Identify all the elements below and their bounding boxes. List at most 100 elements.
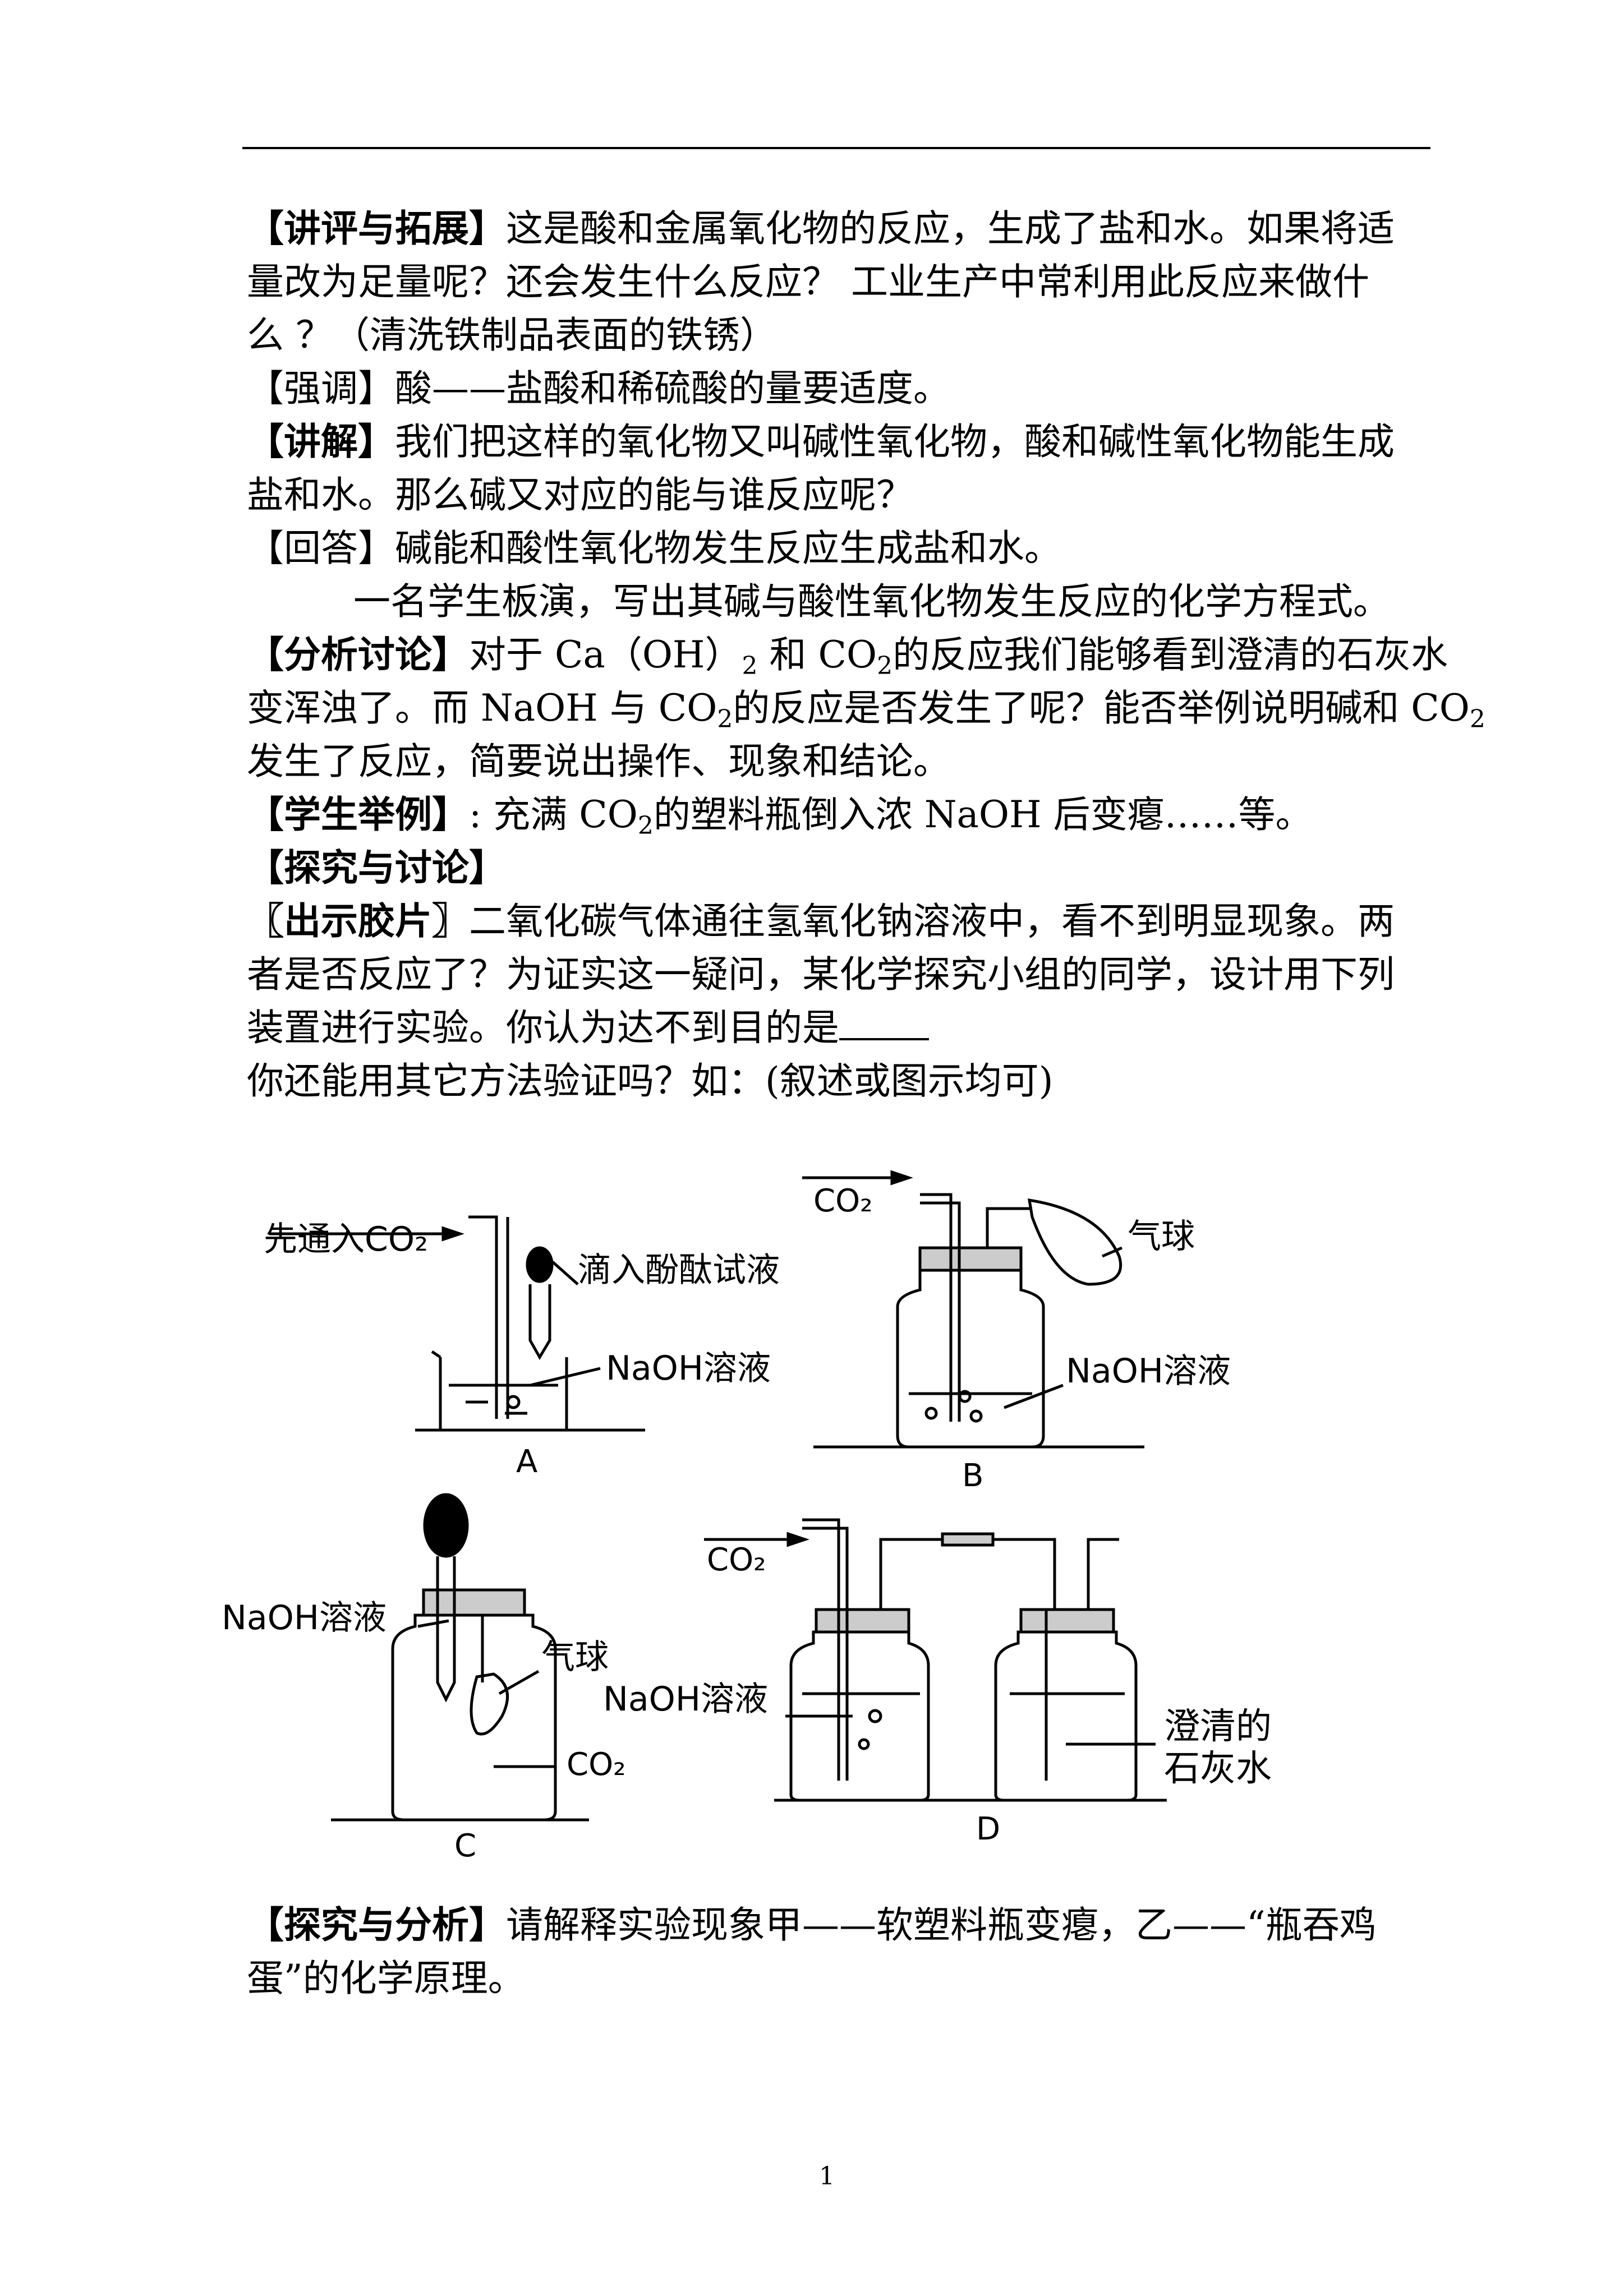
label-example: 【学生举例】 xyxy=(247,792,469,836)
bubble xyxy=(924,1407,938,1420)
text-discussion-1: 对于 Ca（OH） xyxy=(469,633,742,676)
paragraph-discussion: 【分析讨论】对于 Ca（OH）2 和 CO2的反应我们能够看到澄清的石灰水 xyxy=(247,628,1448,681)
paragraph-analysis: 【探究与分析】请解释实验现象甲——软塑料瓶变瘪，乙——“瓶吞鸡 xyxy=(247,1898,1442,1952)
text-review-a: 这是酸和金属氧化物的反应，生成了盐和水。如果将适 xyxy=(506,207,1395,250)
paragraph-other-method: 你还能用其它方法验证吗？如：(叙述或图示均可) xyxy=(247,1054,1442,1108)
label-c-balloon: 气球 xyxy=(541,1638,609,1677)
paragraph-discussion-3: 发生了反应，简要说出操作、现象和结论。 xyxy=(247,735,1442,788)
label-c-gas: CO₂ xyxy=(567,1746,626,1783)
subscript: 2 xyxy=(877,652,893,680)
subscript: 2 xyxy=(1469,705,1485,734)
text-explain-b: 盐和水。那么碱又对应的能与谁反应呢？ xyxy=(247,473,913,517)
text-discussion-6: 发生了反应，简要说出操作、现象和结论。 xyxy=(247,740,950,783)
label-c-solution: NaOH溶液 xyxy=(222,1598,387,1638)
label-slide: 〖出示胶片〗 xyxy=(247,899,469,943)
paragraph-answer: 【回答】碱能和酸性氧化物发生反应生成盐和水。 xyxy=(247,522,1442,575)
label-b-balloon: 气球 xyxy=(1128,1217,1195,1256)
text-discussion-2: 和 CO xyxy=(757,633,877,676)
text-discussion-3: 的反应我们能够看到澄清的石灰水 xyxy=(892,633,1448,676)
label-explore: 【探究与讨论】 xyxy=(247,846,506,889)
caption-d: D xyxy=(976,1811,1000,1847)
bubble xyxy=(858,1738,870,1750)
label-discussion: 【分析讨论】 xyxy=(247,633,469,676)
paragraph-review: 【讲评与拓展】这是酸和金属氧化物的反应，生成了盐和水。如果将适 xyxy=(247,202,1442,255)
subscript: 2 xyxy=(637,812,654,840)
label-b-co2: CO₂ xyxy=(813,1183,873,1219)
paragraph-explore-title: 【探究与讨论】 xyxy=(247,841,1442,895)
paragraph-analysis-2: 蛋”的化学原理。 xyxy=(247,1952,1442,2005)
label-d-solution: NaOH溶液 xyxy=(603,1680,768,1719)
header-rule xyxy=(242,147,1430,149)
paragraph-review-2: 量改为足量呢？还会发生什么反应？ 工业生产中常利用此反应来做什 xyxy=(247,255,1442,308)
text-example-2: 的塑料瓶倒入浓 NaOH 后变瘪……等。 xyxy=(653,793,1313,836)
label-a-reagent: 滴入酚酞试液 xyxy=(578,1251,780,1290)
subscript: 2 xyxy=(742,652,758,680)
label-explain: 【讲解】 xyxy=(247,419,395,463)
rubber-link-d xyxy=(941,1532,995,1547)
paragraph-slide-3: 装置进行实验。你认为达不到目的是 xyxy=(247,1001,1442,1054)
bubble xyxy=(969,1409,983,1423)
label-answer: 【回答】 xyxy=(247,527,395,570)
outlet-tube-d xyxy=(1087,1538,1119,1610)
beaker-a xyxy=(439,1357,568,1432)
text-review-c: 么 ？（清洗铁制品表面的铁锈） xyxy=(247,313,777,357)
text-example-1: : 充满 CO xyxy=(469,793,638,836)
reagent-leader xyxy=(551,1261,579,1285)
balloon-leader-b xyxy=(1102,1246,1122,1258)
gas-tube-a xyxy=(468,1215,498,1419)
answer-blank[interactable] xyxy=(839,1004,929,1040)
bottle-d-right xyxy=(994,1630,1138,1802)
bottle-d-left xyxy=(789,1630,930,1802)
label-a-co2: 先通入CO₂ xyxy=(264,1220,428,1259)
text-slide-c: 装置进行实验。你认为达不到目的是 xyxy=(247,1006,839,1049)
dropper-a xyxy=(528,1284,551,1360)
paragraph-discussion-2: 变浑浊了。而 NaOH 与 CO2的反应是否发生了呢？能否举例说明碱和 CO2 xyxy=(247,681,1485,735)
label-analysis: 【探究与分析】 xyxy=(247,1903,506,1947)
bottle-c xyxy=(391,1613,557,1822)
dropper-bulb-a xyxy=(526,1246,554,1283)
solution-leader-a xyxy=(530,1367,601,1387)
caption-c: C xyxy=(454,1828,476,1864)
text-board: 一名学生板演，写出其碱与酸性氧化物发生反应的化学方程式。 xyxy=(353,580,1390,623)
balloon-leader-c xyxy=(498,1670,540,1695)
arrowhead-d xyxy=(786,1532,809,1547)
stopper-d-left xyxy=(815,1608,910,1634)
text-slide-a: 二氧化碳气体通往氢氧化钠溶液中，看不到明显现象。两 xyxy=(469,900,1395,943)
balloon-c xyxy=(470,1672,509,1736)
paragraph-example: 【学生举例】: 充满 CO2的塑料瓶倒入浓 NaOH 后变瘪……等。 xyxy=(247,788,1442,841)
gas-tube-b-inner xyxy=(920,1201,961,1422)
subscript: 2 xyxy=(717,705,733,734)
stopper-b xyxy=(918,1246,1023,1272)
dropper-c xyxy=(436,1556,456,1703)
paragraph-review-3: 么 ？（清洗铁制品表面的铁锈） xyxy=(247,308,1442,362)
outlet-tube-b xyxy=(986,1207,1032,1248)
arrowhead-a xyxy=(441,1226,464,1242)
connecting-tube-d xyxy=(879,1538,1056,1610)
paragraph-slide: 〖出示胶片〗二氧化碳气体通往氢氧化钠溶液中，看不到明显现象。两 xyxy=(247,895,1442,948)
paragraph-slide-2: 者是否反应了？为证实这一疑问，某化学探究小组的同学，设计用下列 xyxy=(247,948,1442,1001)
text-analysis-a: 请解释实验现象甲——软塑料瓶变瘪，乙——“瓶吞鸡 xyxy=(506,1903,1377,1947)
text-emphasis: 酸——盐酸和稀硫酸的量要适度。 xyxy=(395,367,950,410)
beaker-lip-a xyxy=(431,1350,441,1359)
gas-tube-b xyxy=(920,1193,953,1422)
label-d-lime-1: 澄清的 xyxy=(1164,1706,1272,1748)
inlet-tube-d xyxy=(802,1518,840,1781)
paragraph-emphasis: 【强调】酸——盐酸和稀硫酸的量要适度。 xyxy=(247,362,1442,415)
paragraph-explain-2: 盐和水。那么碱又对应的能与谁反应呢？ xyxy=(247,468,1442,522)
main-text: 【讲评与拓展】这是酸和金属氧化物的反应，生成了盐和水。如果将适 量改为足量呢？还… xyxy=(247,202,1485,1108)
label-review: 【讲评与拓展】 xyxy=(247,206,506,250)
balloon-b xyxy=(1027,1198,1122,1286)
solution-leader-b xyxy=(1004,1384,1064,1409)
bubble xyxy=(506,1395,521,1409)
label-d-lime-2: 石灰水 xyxy=(1164,1748,1272,1790)
page-number: 1 xyxy=(819,2162,835,2191)
label-b-solution: NaOH溶液 xyxy=(1066,1352,1231,1391)
solution-leader-c xyxy=(417,1619,449,1628)
label-d-co2: CO₂ xyxy=(707,1542,766,1578)
caption-b: B xyxy=(962,1458,983,1494)
dropper-bulb-c xyxy=(423,1493,469,1558)
text-analysis-b: 蛋”的化学原理。 xyxy=(247,1957,525,2000)
text-answer: 碱能和酸性氧化物发生反应生成盐和水。 xyxy=(395,527,1061,570)
label-emphasis: 【强调】 xyxy=(247,367,395,410)
bubble xyxy=(868,1709,882,1723)
